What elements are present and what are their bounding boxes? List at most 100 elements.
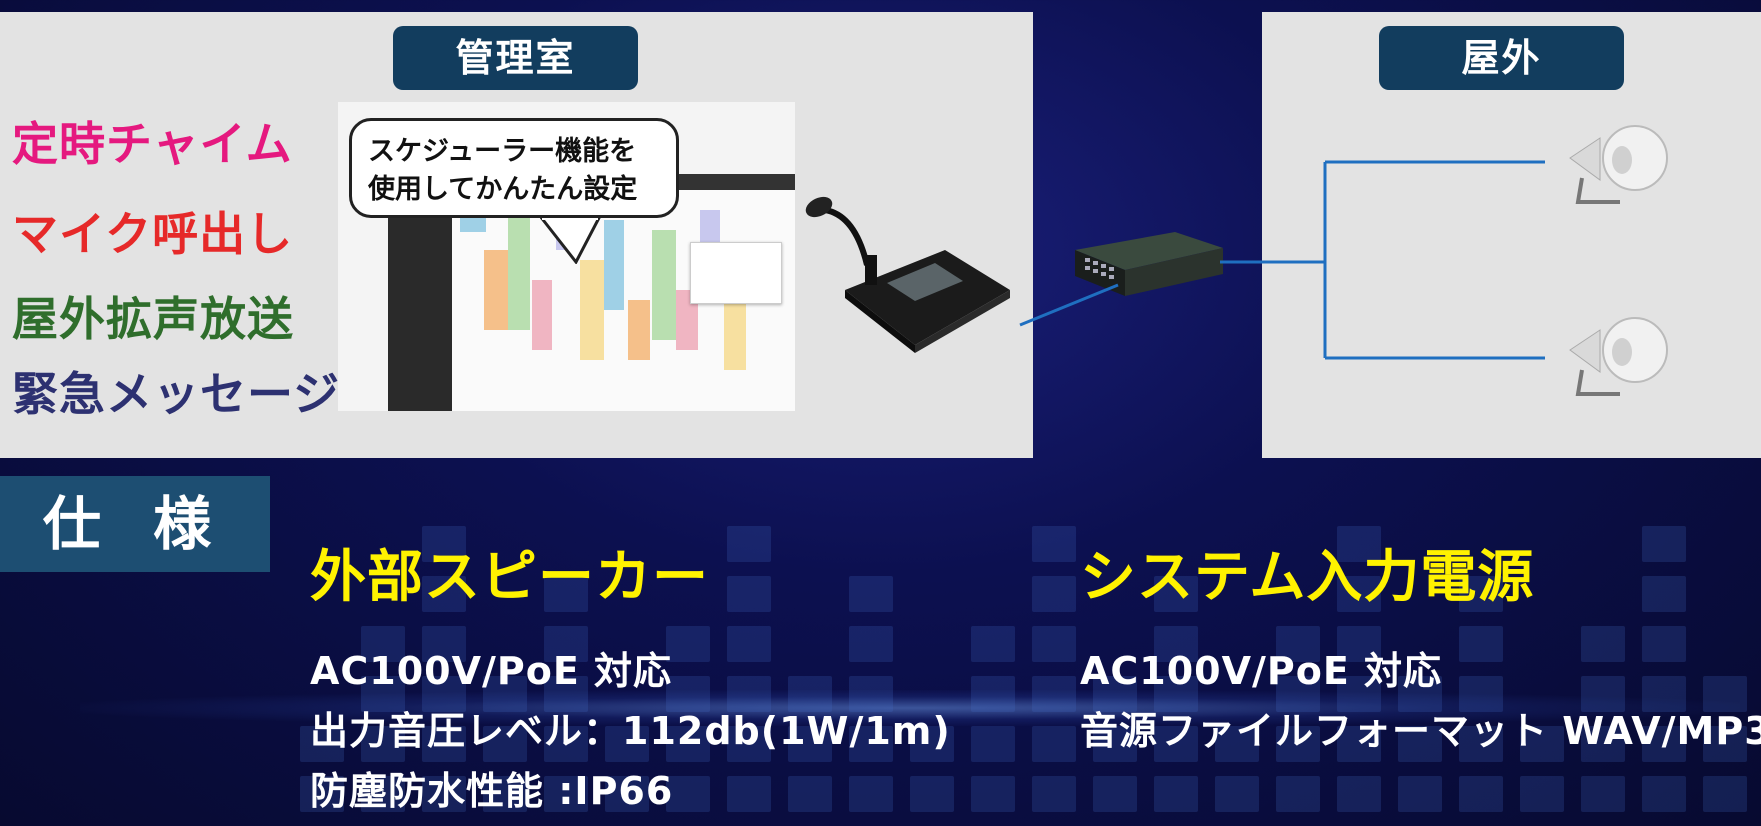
background-tile (1337, 726, 1381, 762)
background-tile (971, 626, 1015, 662)
spec-speaker-title: 外部スピーカー (310, 545, 709, 610)
background-tile (300, 776, 344, 812)
background-tile (727, 526, 771, 562)
background-tile (1337, 576, 1381, 612)
background-tile (544, 726, 588, 762)
background-tile (1032, 726, 1076, 762)
background-tile (1154, 726, 1198, 762)
office-label: 管理室 (393, 26, 638, 90)
spec-label: 仕 様 (0, 476, 270, 572)
scheduler-event-bar (652, 230, 676, 340)
scheduler-event-bar (604, 220, 624, 310)
outdoor-label: 屋外 (1379, 26, 1624, 90)
background-tile (971, 726, 1015, 762)
background-tile (1459, 626, 1503, 662)
background-tile (422, 726, 466, 762)
background-tile (1154, 676, 1198, 712)
background-tile (727, 676, 771, 712)
background-tile (849, 576, 893, 612)
background-tile (1337, 526, 1381, 562)
background-tile (1642, 626, 1686, 662)
feature-outdoor-broadcast: 屋外拡声放送 (12, 292, 294, 346)
background-tile (1703, 676, 1747, 712)
scheduler-event-bar (628, 300, 650, 360)
background-tile (1398, 676, 1442, 712)
balloon-tail (540, 214, 603, 264)
background-tile (1642, 676, 1686, 712)
background-tile (1093, 676, 1137, 712)
background-tile (849, 726, 893, 762)
background-tile (727, 726, 771, 762)
background-tile (1459, 726, 1503, 762)
spec-power-line: AC100V/PoE 対応 (1080, 649, 1443, 693)
background-tile (1581, 726, 1625, 762)
background-tile (788, 776, 832, 812)
background-tile (849, 676, 893, 712)
background-tile (1581, 676, 1625, 712)
background-tile (422, 576, 466, 612)
background-tile (666, 626, 710, 662)
background-tile (1032, 776, 1076, 812)
background-tile (422, 626, 466, 662)
poe-switch-icon (1075, 232, 1223, 296)
background-tile (1459, 776, 1503, 812)
background-tile (666, 726, 710, 762)
background-tile (1154, 776, 1198, 812)
background-tile (1642, 576, 1686, 612)
background-tile (971, 776, 1015, 812)
background-tile (1459, 576, 1503, 612)
feature-emergency-message: 緊急メッセージ (12, 367, 341, 421)
background-tile (788, 676, 832, 712)
background-tile (1276, 676, 1320, 712)
background-tile (1337, 776, 1381, 812)
background-tile (727, 626, 771, 662)
background-tile (1459, 676, 1503, 712)
background-tile (1215, 776, 1259, 812)
background-tile (544, 776, 588, 812)
background-tile (1398, 776, 1442, 812)
background-tile (483, 726, 527, 762)
background-tile (1642, 726, 1686, 762)
background-tile (544, 576, 588, 612)
background-tile (1642, 526, 1686, 562)
background-tile (1520, 776, 1564, 812)
background-tile (361, 676, 405, 712)
scheduler-event-bar (484, 250, 508, 330)
background-tile (361, 726, 405, 762)
background-tile (727, 576, 771, 612)
background-tile (422, 526, 466, 562)
background-tile (1215, 726, 1259, 762)
feature-mic-call: マイク呼出し (12, 207, 294, 261)
background-tile (1703, 776, 1747, 812)
background-tile (727, 776, 771, 812)
scheduler-event-popup (690, 242, 782, 304)
background-tile (544, 676, 588, 712)
spec-speaker-line: 防塵防水性能 :IP66 (310, 769, 674, 813)
spec-speaker-line: AC100V/PoE 対応 (310, 649, 673, 693)
background-tile (422, 676, 466, 712)
callout-line-2: 使用してかんたん設定 (368, 174, 638, 205)
spec-power-line: 音源ファイルフォーマット WAV/MP3 (1080, 709, 1761, 753)
callout-line-1: スケジューラー機能を (368, 136, 637, 167)
background-tile (910, 776, 954, 812)
background-tile (1642, 776, 1686, 812)
feature-scheduled-chime: 定時チャイム (12, 117, 293, 171)
background-tile (1337, 626, 1381, 662)
background-tile (1337, 676, 1381, 712)
background-tile (971, 676, 1015, 712)
background-tiles (300, 520, 1760, 826)
background-tile (1398, 726, 1442, 762)
background-tile (788, 726, 832, 762)
background-glow (80, 690, 1740, 726)
background-tile (1032, 626, 1076, 662)
background-tile (1520, 726, 1564, 762)
background-tile (483, 776, 527, 812)
background-tile (849, 776, 893, 812)
background-tile (666, 776, 710, 812)
background-tile (1276, 776, 1320, 812)
background-tile (361, 776, 405, 812)
background-tile (1154, 626, 1198, 662)
scheduler-event-bar (532, 280, 552, 350)
scheduler-event-bar (580, 260, 604, 360)
background-tile (1032, 576, 1076, 612)
